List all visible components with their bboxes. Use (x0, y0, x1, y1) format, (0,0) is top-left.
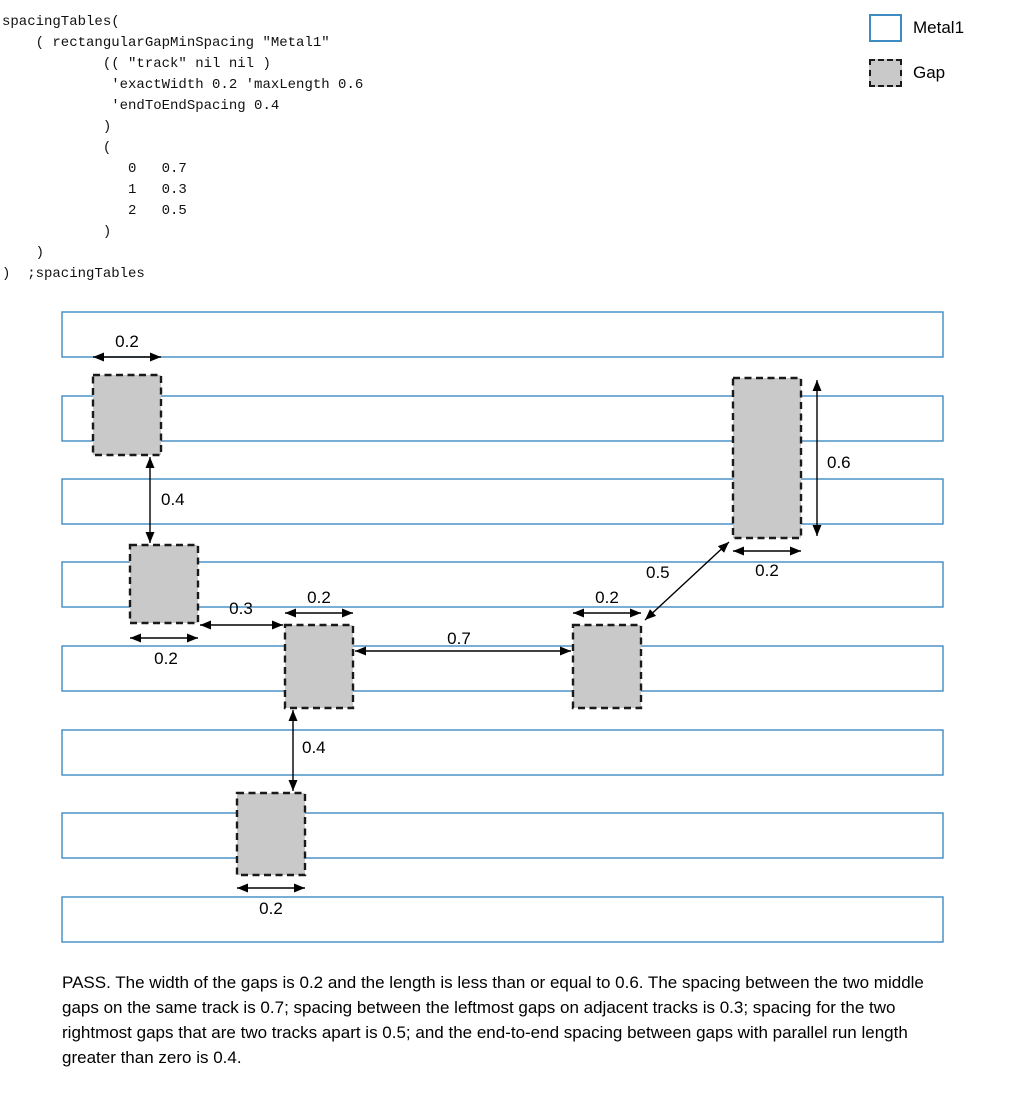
code-block: spacingTables( ( rectangularGapMinSpacin… (2, 14, 364, 282)
gap-rect (731, 376, 803, 540)
dimension-label: 0.2 (595, 588, 619, 607)
dimension-label: 0.2 (259, 899, 283, 918)
dimension-arrow (644, 541, 730, 621)
metal1-track (61, 561, 944, 608)
dimension-label: 0.4 (302, 738, 326, 757)
legend-item-gap: Gap (869, 59, 964, 87)
dimension-label: 0.7 (447, 629, 471, 648)
legend: Metal1 Gap (869, 14, 964, 87)
gap-rect (235, 791, 307, 877)
gap-swatch (869, 59, 902, 87)
metal1-swatch (869, 14, 902, 42)
legend-item-metal1: Metal1 (869, 14, 964, 42)
gap-rect (91, 373, 163, 457)
metal1-track (61, 896, 944, 943)
dimension-label: 0.2 (154, 649, 178, 668)
dimension-label: 0.2 (115, 332, 139, 351)
metal1-track (61, 645, 944, 692)
metal1-track (61, 729, 944, 776)
gap-rect (283, 623, 355, 710)
result-caption: PASS. The width of the gaps is 0.2 and t… (62, 973, 924, 1067)
dimension-label: 0.6 (827, 453, 851, 472)
metal1-track (61, 395, 944, 442)
dimension-label: 0.3 (229, 599, 253, 618)
gap-rect (128, 543, 200, 625)
metal1-track (61, 311, 944, 358)
dimension-label: 0.2 (755, 561, 779, 580)
metal1-track (61, 478, 944, 525)
legend-label-metal1: Metal1 (913, 18, 965, 37)
gap-rect (571, 623, 643, 710)
dimension-label: 0.2 (307, 588, 331, 607)
legend-label-gap: Gap (913, 63, 946, 82)
dimension-label: 0.4 (161, 490, 185, 509)
metal1-track (61, 812, 944, 859)
dimension-label: 0.5 (646, 563, 670, 582)
